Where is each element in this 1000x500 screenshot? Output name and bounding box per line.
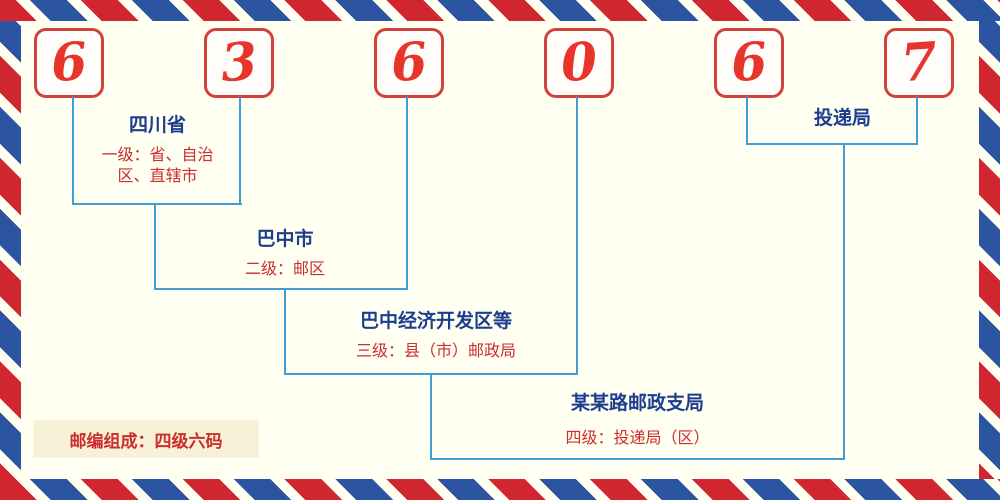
digit-6: 7 (898, 30, 940, 95)
postal-code-composition-note: 邮编组成：四级六码 (33, 420, 259, 458)
connector-level4-left (430, 375, 432, 460)
digit-4: 0 (558, 30, 600, 95)
level3-name: 巴中经济开发区等 (359, 310, 512, 332)
level3-desc: 三级：县（市）邮政局 (355, 340, 516, 360)
connector-level1-right (239, 97, 241, 205)
airmail-border-left (0, 0, 21, 500)
level2-label-group: 巴中市 二级：邮区 (165, 228, 405, 279)
digit-box-2: 3 (204, 28, 274, 98)
connector-level1-left (72, 97, 74, 205)
level2-name: 巴中市 (256, 228, 314, 250)
airmail-border-right (979, 0, 1000, 500)
level2-desc: 二级：邮区 (244, 258, 325, 278)
digit-box-3: 6 (374, 28, 444, 98)
level3-label-group: 巴中经济开发区等 三级：县（市）邮政局 (300, 310, 572, 361)
digit-1: 6 (48, 30, 90, 95)
delivery-office-name: 投递局 (813, 107, 871, 129)
connector-level2-bottom (154, 288, 408, 290)
connector-level1-bottom (72, 203, 242, 205)
level4-desc: 四级：投递局（区） (565, 427, 710, 447)
connector-level2-right (406, 97, 408, 290)
connector-level4-bottom (430, 458, 845, 460)
connector-delivery-bottom (746, 143, 918, 145)
level1-name: 四川省 (128, 114, 186, 136)
digit-3: 6 (388, 30, 430, 95)
composition-note-text: 邮编组成：四级六码 (69, 431, 223, 452)
delivery-office-label-group: 投递局 (770, 107, 915, 130)
level4-label-group: 某某路邮政支局 四级：投递局（区） (500, 392, 775, 448)
airmail-border-bottom (0, 479, 1000, 500)
connector-level3-right (576, 97, 578, 375)
connector-level4-right (843, 143, 845, 460)
digit-box-6: 7 (884, 28, 954, 98)
level1-label-group: 四川省 一级：省、自治区、直辖市 (75, 114, 240, 187)
connector-level3-left (284, 290, 286, 375)
digit-5: 6 (728, 30, 770, 95)
level4-name: 某某路邮政支局 (570, 392, 704, 414)
connector-delivery-left (746, 97, 748, 145)
connector-level3-bottom (284, 373, 578, 375)
connector-level2-left (154, 205, 156, 290)
airmail-border-top (0, 0, 1000, 21)
digit-box-5: 6 (714, 28, 784, 98)
digit-2: 3 (218, 30, 260, 95)
digit-box-1: 6 (34, 28, 104, 98)
digit-box-4: 0 (544, 28, 614, 98)
connector-delivery-right (916, 97, 918, 145)
level1-desc: 一级：省、自治区、直辖市 (101, 144, 214, 186)
